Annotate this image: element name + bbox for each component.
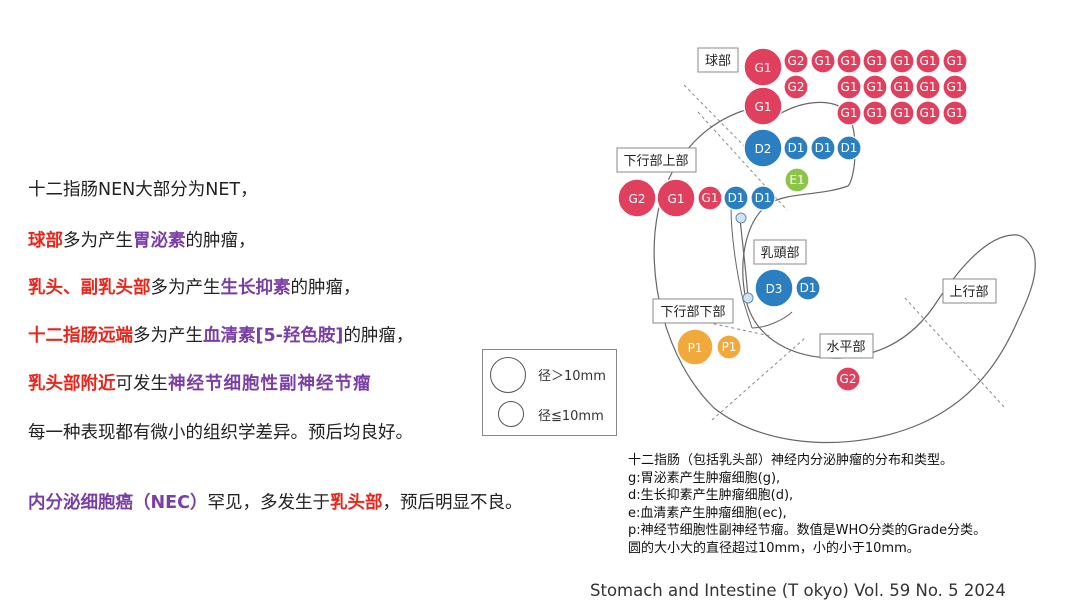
caption-line: p:神经节细胞性副神经节瘤。数值是WHO分类的Grade分类。	[628, 522, 986, 540]
tumor-label: P1	[688, 341, 703, 355]
tumor-g1-small: G1	[863, 75, 887, 99]
region-label-horizontal: 水平部	[820, 334, 873, 358]
tumor-d1-small: D1	[837, 136, 861, 160]
tumor-g2-large: G2	[618, 179, 656, 217]
region-label-bulb: 球部	[698, 48, 738, 72]
tumor-label: D1	[815, 141, 832, 155]
tumor-g1-small: G1	[837, 101, 861, 125]
tumor-label: G1	[867, 106, 884, 120]
caption-line: g:胃泌素产生肿瘤细胞(g),	[628, 470, 986, 488]
tumor-label: G1	[920, 54, 937, 68]
tumor-d1-small: D1	[784, 136, 808, 160]
tumor-g1-small: G1	[943, 75, 967, 99]
tumor-label: G2	[788, 80, 805, 94]
tumor-label: D1	[841, 141, 858, 155]
tumor-d2-large: D2	[744, 129, 782, 167]
tumors-bulb: G1 G1 G2 G1 G1 G1 G1 G1 G1 G2 G1 G1 G1 G…	[744, 48, 967, 125]
tumor-label: P1	[722, 340, 737, 354]
minor-papilla-marker	[736, 213, 746, 223]
tumor-label: D1	[800, 281, 817, 295]
tumor-label: G1	[841, 106, 858, 120]
tumor-d1-small: D1	[724, 186, 748, 210]
tumor-label: G1	[947, 54, 964, 68]
region-label-papilla-text: 乳頭部	[760, 246, 799, 261]
tumor-label: G1	[867, 80, 884, 94]
tumor-label: G1	[841, 80, 858, 94]
region-label-ascending: 上行部	[943, 279, 996, 303]
tumor-label: D1	[728, 191, 745, 205]
tumor-label: D2	[755, 142, 772, 156]
tumor-g1-small: G1	[916, 101, 940, 125]
region-label-lower-descending: 下行部下部	[653, 299, 733, 323]
tumor-d1-small: D1	[811, 136, 835, 160]
tumor-g1-large: G1	[657, 179, 695, 217]
tumor-label: G2	[629, 192, 646, 206]
tumor-g1-small: G1	[890, 49, 914, 73]
tumor-g1-small: G1	[890, 75, 914, 99]
tumor-label: G1	[894, 106, 911, 120]
tumors-papilla: D3 D1	[755, 269, 820, 307]
tumor-g1-small: G1	[916, 75, 940, 99]
region-label-horizontal-text: 水平部	[826, 340, 865, 355]
caption-line: d:生长抑素产生肿瘤细胞(d),	[628, 487, 986, 505]
tumor-label: G1	[920, 80, 937, 94]
tumor-label: G1	[841, 54, 858, 68]
tumors-horizontal: G2	[836, 367, 860, 391]
tumors-upper: D2 D1 D1 D1 E1 G2 G1 G1 D1 D1	[618, 129, 861, 217]
tumor-e1-small: E1	[785, 168, 809, 192]
tumor-g1-small: G1	[943, 49, 967, 73]
tumor-g2-small: G2	[784, 49, 808, 73]
tumor-d1-small: D1	[751, 186, 775, 210]
caption-line: e:血清素产生肿瘤细胞(ec),	[628, 505, 986, 523]
tumor-g1-small: G1	[811, 49, 835, 73]
tumor-label: G1	[920, 106, 937, 120]
tumor-g2-small: G2	[836, 367, 860, 391]
tumor-label: G1	[894, 54, 911, 68]
tumor-g1-large: G1	[744, 48, 782, 86]
tumor-label: G1	[755, 61, 772, 75]
tumor-p1-small: P1	[717, 335, 741, 359]
tumor-g1-small: G1	[943, 101, 967, 125]
tumor-d3-large: D3	[755, 269, 793, 307]
figure-caption: 十二指肠（包括乳头部）神经内分泌肿瘤的分布和类型。 g:胃泌素产生肿瘤细胞(g)…	[628, 452, 986, 557]
tumor-g1-small: G1	[916, 49, 940, 73]
tumor-g1-small: G1	[863, 49, 887, 73]
tumor-g1-large: G1	[744, 87, 782, 125]
tumor-label: G1	[668, 192, 685, 206]
tumors-lower-descending: P1 P1	[677, 329, 741, 365]
caption-line: 十二指肠（包括乳头部）神经内分泌肿瘤的分布和类型。	[628, 452, 986, 470]
tumor-label: E1	[789, 173, 804, 187]
tumor-label: D1	[788, 141, 805, 155]
tumor-g1-small: G1	[890, 101, 914, 125]
region-label-ascending-text: 上行部	[949, 285, 988, 300]
tumor-d1-small: D1	[796, 276, 820, 300]
tumor-label: G1	[894, 80, 911, 94]
caption-line: 圆的大小大的直径超过10mm，小的小于10mm。	[628, 540, 986, 558]
tumor-g1-small: G1	[863, 101, 887, 125]
region-label-bulb-text: 球部	[705, 54, 731, 69]
tumor-p1-large: P1	[677, 329, 713, 365]
region-label-upper-descending-text: 下行部上部	[623, 154, 688, 169]
tumor-label: G1	[702, 191, 719, 205]
citation: Stomach and Intestine (T okyo) Vol. 59 N…	[590, 581, 1006, 600]
region-label-papilla: 乳頭部	[754, 240, 806, 264]
tumor-g1-small: G1	[698, 186, 722, 210]
tumor-label: D1	[755, 191, 772, 205]
region-label-lower-descending-text: 下行部下部	[660, 305, 725, 320]
tumor-g1-small: G1	[837, 75, 861, 99]
tumor-label: G1	[755, 100, 772, 114]
tumor-label: G1	[867, 54, 884, 68]
major-papilla-marker	[743, 293, 753, 303]
tumor-label: G1	[947, 80, 964, 94]
tumor-g2-small: G2	[784, 75, 808, 99]
tumor-g1-small: G1	[837, 49, 861, 73]
region-label-upper-descending: 下行部上部	[617, 148, 696, 172]
region-divider-lines	[655, 85, 1005, 420]
tumor-label: G2	[788, 54, 805, 68]
tumor-label: G2	[840, 372, 857, 386]
tumor-label: D3	[766, 282, 783, 296]
tumor-label: G1	[815, 54, 832, 68]
tumor-label: G1	[947, 106, 964, 120]
